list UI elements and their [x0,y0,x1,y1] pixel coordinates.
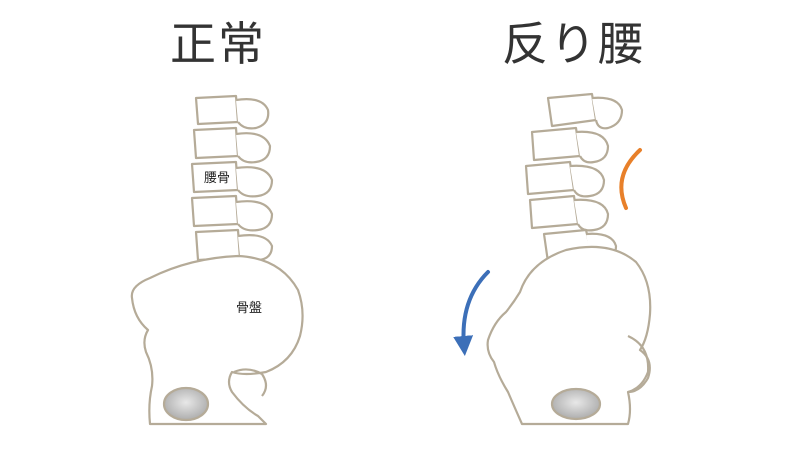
lordosis-curve-indicator [621,150,640,208]
sway-pelvis [488,247,651,424]
sway-vertebra-4 [530,196,608,230]
sway-spine [526,94,622,262]
sway-hip-socket [552,389,600,419]
lumbar-vertebra-2 [194,128,270,162]
lumbar-vertebra-4 [192,196,272,230]
pelvic-tilt-arrow [464,272,489,346]
sway-vertebra-2 [532,128,608,162]
lumbar-vertebra-1 [196,96,268,128]
label-pelvis: 骨盤 [236,301,262,316]
sway-vertebra-3 [526,162,604,196]
sway-vertebra-1 [548,94,622,128]
normal-hip-socket [164,388,208,420]
normal-pelvis [132,256,303,424]
label-lumbar: 腰骨 [204,171,230,186]
